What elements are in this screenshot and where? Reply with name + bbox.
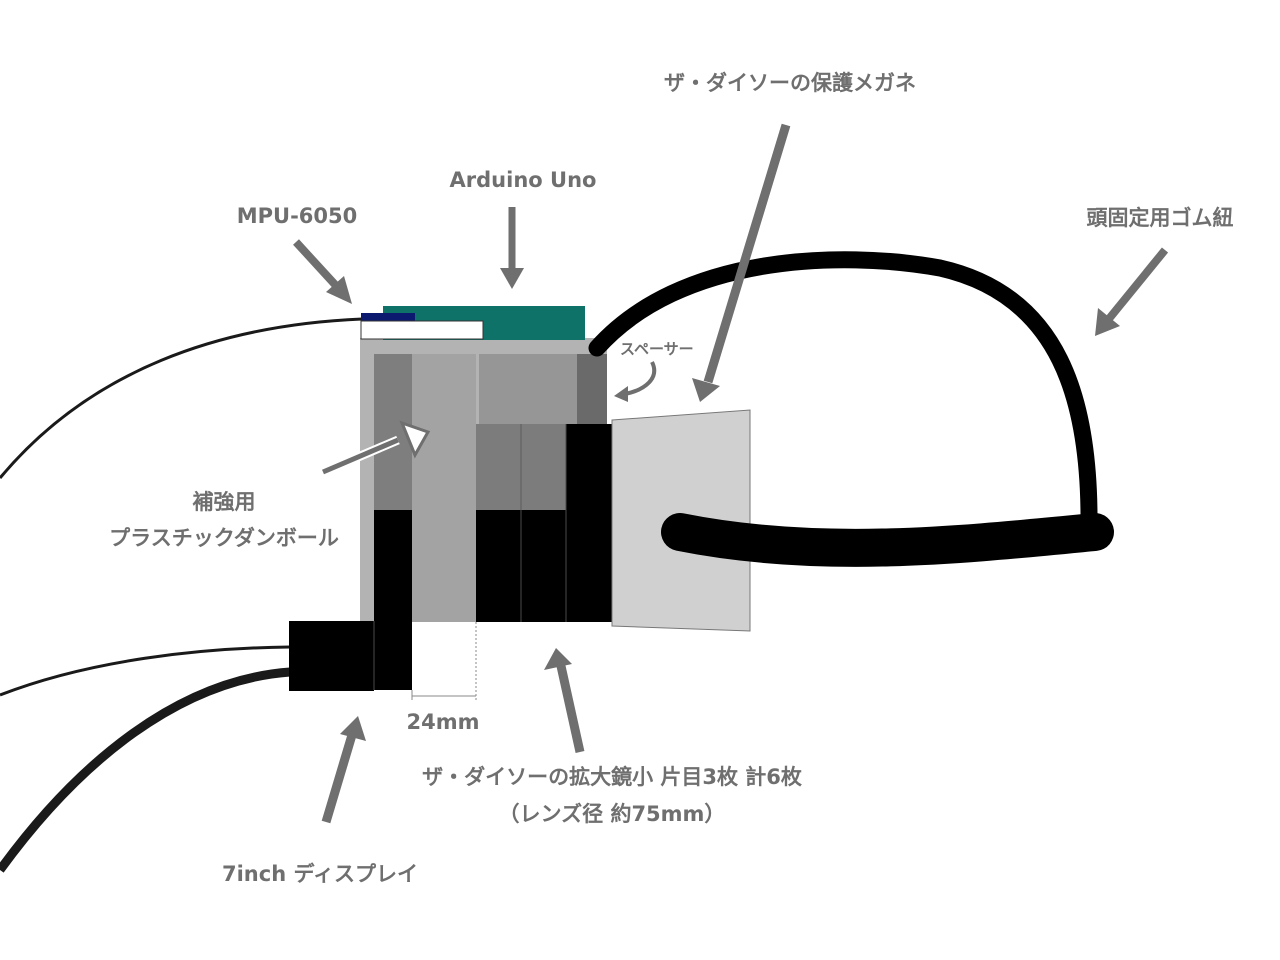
usb-cable-top — [0, 317, 363, 479]
label-magnifier-line1: ザ・ダイソーの拡大鏡小 片目3枚 計6枚 — [422, 765, 802, 789]
label-head-strap: 頭固定用ゴム紐 — [1086, 206, 1234, 230]
label-spacer: スペーサー — [620, 340, 694, 358]
display-connector — [289, 621, 374, 691]
upper-block — [479, 354, 577, 424]
arrow-strap — [1095, 247, 1169, 336]
arrow-display — [321, 716, 366, 824]
lens-gray-2 — [521, 424, 566, 510]
head-strap-loop — [588, 251, 1098, 534]
arrow-arduino — [500, 207, 524, 289]
head-strap-band — [661, 513, 1114, 567]
arrow-mpu — [293, 239, 352, 304]
label-magnifier-line2: （レンズ径 約75mm） — [498, 802, 726, 826]
label-gap-24mm: 24mm — [406, 710, 480, 734]
arrow-reinforce — [321, 420, 431, 477]
arrow-goggles — [692, 123, 791, 402]
label-arduino-uno: Arduino Uno — [449, 168, 597, 192]
display-cable-thick — [0, 667, 291, 873]
annotation-arrows — [293, 123, 1169, 824]
mount-plate — [360, 320, 484, 340]
spacer-block — [577, 354, 607, 424]
label-mpu-6050: MPU-6050 — [236, 204, 358, 228]
lens-1 — [476, 510, 521, 622]
display-panel — [374, 510, 412, 690]
label-reinforce-line1: 補強用 — [192, 490, 256, 514]
mpu-6050-board — [361, 313, 415, 321]
label-reinforce-line2: プラスチックダンボール — [109, 526, 339, 550]
arrow-lens — [544, 648, 585, 753]
arrow-spacer — [614, 361, 656, 402]
label-safety-goggles: ザ・ダイソーの保護メガネ — [664, 71, 916, 95]
label-7inch-display: 7inch ディスプレイ — [222, 862, 418, 886]
lens-3 — [566, 424, 612, 622]
lens-2 — [521, 510, 566, 622]
lens-gray-1 — [476, 424, 521, 510]
display-cable-thin — [0, 645, 291, 697]
reinforce-plate-middle — [412, 354, 476, 622]
